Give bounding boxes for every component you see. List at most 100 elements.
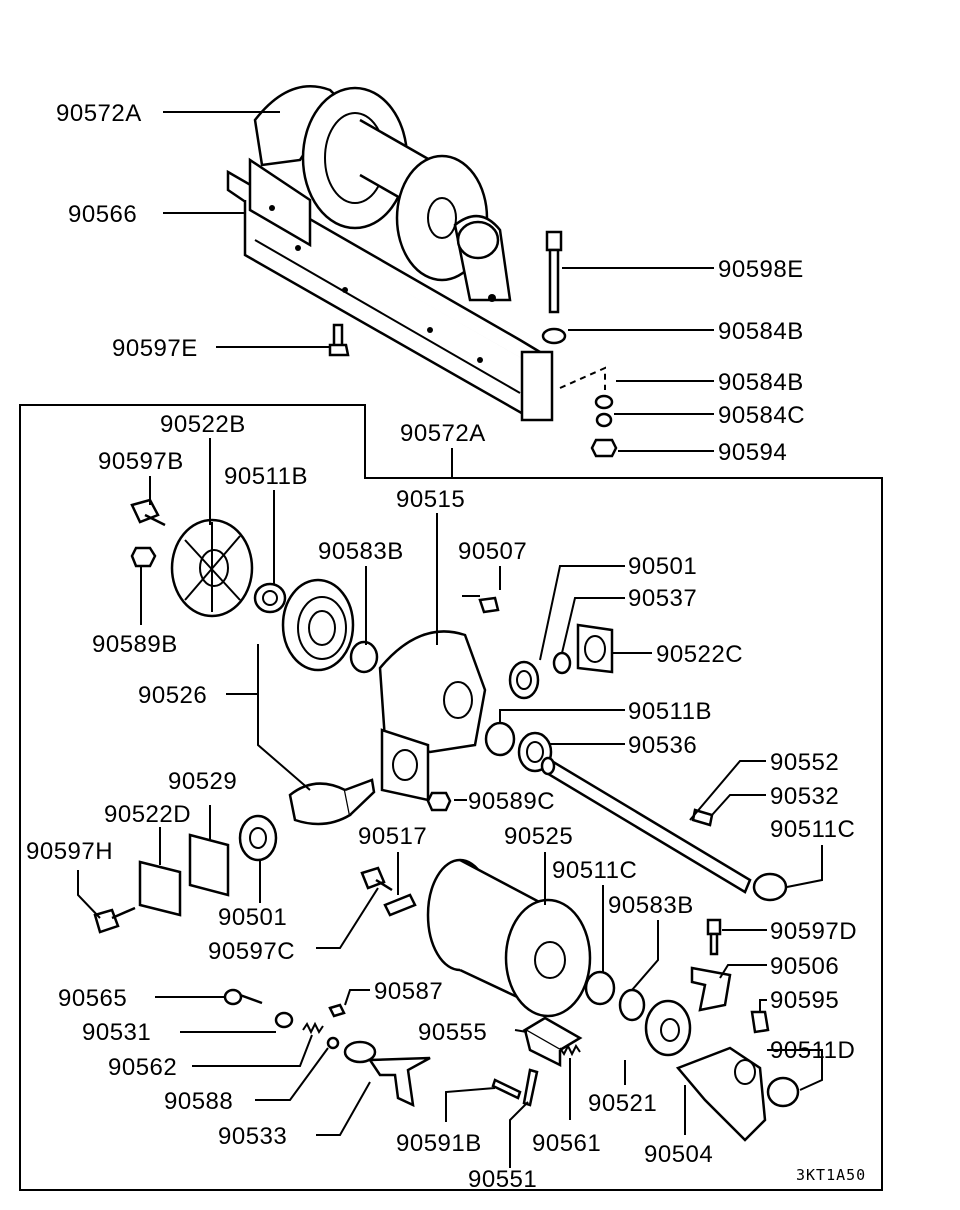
label-90511B-a: 90511B — [224, 463, 308, 490]
bushing-90511C-drawing — [752, 872, 788, 902]
label-90591B: 90591B — [396, 1130, 482, 1157]
bolt-90597D-drawing — [706, 918, 722, 956]
label-90529: 90529 — [168, 768, 237, 795]
gasket-90529-drawing — [188, 833, 230, 897]
label-90584B-a: 90584B — [718, 318, 804, 345]
ball-90588-drawing — [326, 1036, 340, 1050]
label-90597D: 90597D — [770, 918, 857, 945]
label-90597E: 90597E — [112, 335, 198, 362]
spring-90562-drawing — [302, 1021, 324, 1035]
label-90565: 90565 — [58, 985, 127, 1012]
plate-90555-drawing — [522, 1016, 583, 1068]
washer-90584C-drawing — [595, 412, 613, 428]
housing-90515-drawing — [378, 630, 487, 802]
screw-90591B-drawing — [491, 1078, 522, 1100]
label-90511C-b: 90511C — [552, 857, 637, 884]
bracket-90506-drawing — [690, 966, 732, 1012]
drawing-code: 3KT1A50 — [796, 1166, 866, 1184]
winch-assembly-drawing — [226, 85, 554, 422]
label-90537: 90537 — [628, 585, 697, 612]
shaft-90552-drawing — [540, 756, 752, 894]
label-90589C: 90589C — [468, 788, 555, 815]
bearing-90501-drawing — [508, 660, 540, 700]
cover-90522B-drawing — [170, 518, 254, 618]
label-90515: 90515 — [396, 486, 465, 513]
bushing-90511D-drawing — [766, 1076, 800, 1108]
pin-90565-drawing — [223, 988, 263, 1006]
label-90507: 90507 — [458, 538, 527, 565]
bolt-90597C-drawing — [360, 866, 393, 892]
label-90526: 90526 — [138, 682, 207, 709]
fitting-90595-drawing — [750, 1010, 770, 1034]
washer-90584B-drawing — [541, 327, 567, 345]
label-90536: 90536 — [628, 732, 697, 759]
pin-90551-drawing — [522, 1068, 539, 1107]
plug-90531-drawing — [274, 1011, 294, 1029]
label-90597H: 90597H — [26, 838, 113, 865]
label-90517: 90517 — [358, 823, 427, 850]
nut-90594-drawing — [590, 438, 618, 458]
cover-90522C-drawing — [576, 623, 614, 674]
label-90595: 90595 — [770, 987, 839, 1014]
install-guide-line — [559, 366, 606, 390]
drum-90525-drawing — [426, 858, 592, 1018]
cover-90522D-drawing — [138, 860, 182, 917]
label-90511C-a: 90511C — [770, 816, 855, 843]
label-90555: 90555 — [418, 1019, 487, 1046]
label-90572A-top: 90572A — [56, 100, 142, 127]
label-90589B: 90589B — [92, 631, 178, 658]
label-90587: 90587 — [374, 978, 443, 1005]
link-90517-drawing — [383, 893, 417, 917]
label-90594: 90594 — [718, 439, 787, 466]
spring-90561-drawing — [559, 1043, 581, 1057]
clip-90587-drawing — [328, 1003, 346, 1018]
label-90566: 90566 — [68, 201, 137, 228]
label-90583B-b: 90583B — [608, 892, 694, 919]
label-90551: 90551 — [468, 1166, 537, 1193]
nut-90589C-drawing — [426, 791, 452, 812]
label-90561: 90561 — [532, 1130, 601, 1157]
bolt-90597H-drawing — [93, 906, 136, 934]
label-90583B-a: 90583B — [318, 538, 404, 565]
label-90598E: 90598E — [718, 256, 804, 283]
label-90521: 90521 — [588, 1090, 657, 1117]
label-90533: 90533 — [218, 1123, 287, 1150]
label-90552: 90552 — [770, 749, 839, 776]
bolt-90597B-drawing — [130, 498, 166, 527]
sprocket-90521-drawing — [644, 999, 692, 1057]
label-90588: 90588 — [164, 1088, 233, 1115]
label-90522C: 90522C — [656, 641, 743, 668]
fork-90533-drawing — [343, 1040, 431, 1108]
leader-lines — [77, 111, 823, 1168]
label-90504: 90504 — [644, 1141, 713, 1168]
fitting-90507-drawing — [478, 596, 500, 614]
label-90511B-b: 90511B — [628, 698, 712, 725]
label-90597C: 90597C — [208, 938, 295, 965]
label-90506: 90506 — [770, 953, 839, 980]
label-90531: 90531 — [82, 1019, 151, 1046]
bracket-90504-drawing — [675, 1046, 767, 1142]
gear-90526-drawing — [281, 578, 355, 672]
label-90584C: 90584C — [718, 402, 805, 429]
joint-90526-drawing — [288, 778, 376, 826]
subassembly-frame — [19, 404, 883, 1191]
label-90522B: 90522B — [160, 411, 246, 438]
bearing-90501-2-drawing — [238, 814, 278, 862]
label-90562: 90562 — [108, 1054, 177, 1081]
label-90501-a: 90501 — [628, 553, 697, 580]
washer-90537-drawing — [552, 651, 572, 675]
bushing-90511C-2-drawing — [584, 970, 616, 1006]
label-90501-b: 90501 — [218, 904, 287, 931]
bolt-90597E-drawing — [328, 323, 350, 357]
nut-90589B-drawing — [130, 546, 157, 568]
ring-90583B-2-drawing — [618, 988, 646, 1022]
ring-90583B-drawing — [349, 640, 379, 674]
label-90532: 90532 — [770, 783, 839, 810]
label-90572A-box: 90572A — [400, 420, 486, 447]
washer-90584B-2-drawing — [594, 394, 614, 410]
bolt-90598E-drawing — [545, 230, 563, 314]
label-90511D: 90511D — [770, 1037, 855, 1064]
label-90597B: 90597B — [98, 448, 184, 475]
